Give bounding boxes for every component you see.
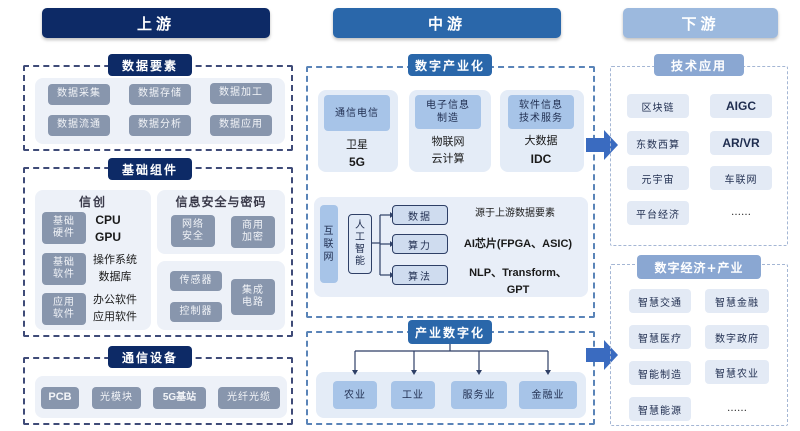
digital-economy-chip: 智慧能源 (629, 397, 691, 421)
hardware-item: CPU (95, 213, 121, 227)
data-element-chip: 数据存储 (129, 84, 191, 105)
ai-branch-connectors (372, 212, 394, 278)
ai-compute-desc: AI芯片(FPGA、ASIC) (463, 238, 573, 250)
tech-app-chip: 平台经济 (627, 201, 689, 225)
data-element-chip: 数据流通 (48, 115, 110, 136)
telecom-item: 卫星 (346, 138, 368, 151)
software-service-item: 大数据 (524, 134, 558, 147)
base-software-chip: 基础 软件 (42, 253, 86, 285)
ai-algorithm-box: 算法 (392, 265, 448, 285)
tech-app-chip: AR/VR (710, 131, 772, 155)
digital-economy-chip: 智慧农业 (705, 360, 769, 384)
downstream-header: 下游 (623, 8, 778, 38)
internet-chip: 互 联 网 (320, 205, 338, 283)
app-software-chip: 应用 软件 (42, 293, 86, 325)
finance-chip: 金融业 (519, 381, 577, 409)
industry-connectors (352, 344, 551, 375)
industrial-digitalization-title: 产业数字化 (408, 320, 492, 344)
telecom-chip: 通信电信 (324, 95, 390, 131)
digital-economy-chip: 数字政府 (705, 325, 769, 349)
base-components-title: 基础组件 (108, 158, 192, 180)
base-hardware-chip: 基础 硬件 (42, 212, 86, 244)
ai-data-box: 数据 (392, 205, 448, 225)
optical-module-chip: 光模块 (92, 387, 141, 409)
pcb-chip: PCB (41, 387, 79, 409)
industry-chip: 工业 (391, 381, 435, 409)
hardware-item: GPU (94, 230, 121, 244)
5g-base-station-chip: 5G基站 (153, 387, 206, 409)
commercial-crypto-chip: 商用 加密 (231, 216, 275, 248)
fiber-cable-chip: 光纤光缆 (218, 387, 280, 409)
digital-economy-chip: 智慧交通 (629, 289, 691, 313)
controller-chip: 控制器 (170, 302, 222, 322)
digital-economy-title: 数字经济+产业 (637, 255, 761, 279)
digital-industrialization-title: 数字产业化 (408, 54, 492, 76)
ai-compute-box: 算力 (392, 234, 448, 254)
services-chip: 服务业 (451, 381, 507, 409)
more-ellipsis: …… (727, 403, 747, 414)
software-service-item: IDC (530, 152, 552, 166)
software-chip: 软件信息 技术服务 (508, 95, 574, 129)
telecom-item: 5G (348, 155, 365, 169)
tech-applications-title: 技术应用 (654, 54, 744, 76)
app-software-item: 办公软件 (93, 293, 137, 306)
ai-box: 人 工 智 能 (348, 214, 372, 274)
xinchuang-title: 信创 (78, 195, 107, 209)
midstream-header: 中游 (333, 8, 561, 38)
sensor-chip: 传感器 (170, 271, 222, 291)
digital-economy-chip: 智慧金融 (705, 289, 769, 313)
data-element-chip: 数据采集 (48, 84, 110, 105)
data-element-chip: 数据分析 (129, 115, 191, 136)
digital-economy-chip: 智慧医疗 (629, 325, 691, 349)
ai-algorithm-desc: NLP、Transform、 GPT (469, 267, 567, 297)
agriculture-chip: 农业 (333, 381, 377, 409)
software-item: 数据库 (98, 270, 132, 283)
data-element-chip: 数据应用 (210, 115, 272, 136)
tech-app-chip: 区块链 (627, 94, 689, 118)
app-software-item: 应用软件 (93, 310, 137, 323)
electronics-item: 云计算 (431, 152, 465, 165)
security-title: 信息安全与密码 (175, 195, 267, 209)
ai-data-desc: 源于上游数据要素 (475, 208, 555, 219)
tech-app-chip: 东数西算 (627, 131, 689, 155)
comm-equipment-title: 通信设备 (108, 346, 192, 368)
data-element-chip: 数据加工 (210, 83, 272, 104)
network-security-chip: 网络 安全 (171, 215, 215, 247)
tech-app-chip: 元宇宙 (627, 166, 689, 190)
software-item: 操作系统 (93, 253, 137, 266)
electronics-chip: 电子信息 制造 (415, 95, 481, 129)
tech-app-chip: AIGC (710, 94, 772, 118)
tech-app-chip: 车联网 (710, 166, 772, 190)
digital-economy-chip: 智能制造 (629, 361, 691, 385)
electronics-item: 物联网 (431, 135, 465, 148)
upstream-header: 上游 (42, 8, 270, 38)
more-ellipsis: …… (731, 207, 751, 218)
integrated-circuit-chip: 集成 电路 (231, 279, 275, 315)
data-elements-title: 数据要素 (108, 54, 192, 76)
